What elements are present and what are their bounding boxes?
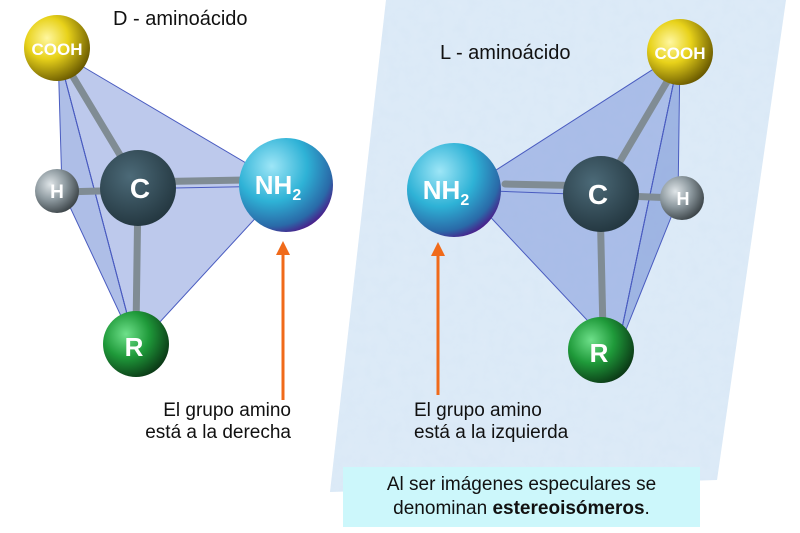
d-label-h: H bbox=[50, 182, 64, 203]
d-caption: El grupo amino está a la derecha bbox=[140, 400, 291, 444]
l-atom-h bbox=[660, 176, 704, 220]
note-keyword: estereoisómeros bbox=[492, 498, 645, 519]
stereoisomer-note: Al ser imágenes especulares se denominan… bbox=[343, 467, 700, 527]
l-label-cooh: COOH bbox=[655, 44, 706, 63]
d-atom-r bbox=[103, 311, 169, 377]
l-atom-carbon bbox=[563, 156, 639, 232]
l-label-r: R bbox=[590, 338, 609, 368]
l-atom-nh2 bbox=[407, 143, 501, 237]
l-tetra-edge bbox=[616, 51, 681, 353]
d-molecule: COOH H C NH2 R bbox=[24, 15, 333, 377]
l-arrow bbox=[431, 242, 445, 395]
l-bond-c-cooh bbox=[608, 76, 672, 179]
d-label-r: R bbox=[125, 332, 144, 362]
d-label-nh2: NH2 bbox=[255, 170, 302, 204]
l-caption-line2: está a la izquierda bbox=[414, 422, 569, 443]
d-title: D - aminoácido bbox=[113, 8, 248, 30]
l-label-nh2: NH2 bbox=[423, 175, 470, 209]
d-atom-h bbox=[35, 169, 79, 213]
l-caption: El grupo amino está a la izquierda bbox=[414, 400, 568, 444]
d-tetra-edge bbox=[57, 51, 137, 349]
l-title: L - aminoácido bbox=[440, 42, 571, 64]
note-line2: denominan estereoisómeros. bbox=[343, 497, 700, 521]
d-label-cooh: COOH bbox=[32, 40, 83, 59]
l-atom-r bbox=[568, 317, 634, 383]
note-line2-prefix: denominan bbox=[393, 498, 493, 519]
d-atom-carbon bbox=[100, 150, 176, 226]
d-atom-cooh bbox=[24, 15, 90, 81]
note-line2-suffix: . bbox=[644, 498, 650, 519]
d-arrow bbox=[276, 241, 290, 400]
note-line1: Al ser imágenes especulares se bbox=[386, 474, 657, 495]
d-caption-line1: El grupo amino bbox=[163, 400, 291, 421]
l-label-carbon: C bbox=[588, 179, 608, 210]
l-molecule: COOH NH2 C H R bbox=[407, 19, 713, 383]
l-label-h: H bbox=[677, 189, 690, 209]
d-atom-nh2 bbox=[239, 138, 333, 232]
l-atom-cooh bbox=[647, 19, 713, 85]
l-caption-line1: El grupo amino bbox=[414, 400, 542, 421]
d-caption-line2: está a la derecha bbox=[145, 422, 291, 443]
d-label-carbon: C bbox=[130, 173, 150, 204]
